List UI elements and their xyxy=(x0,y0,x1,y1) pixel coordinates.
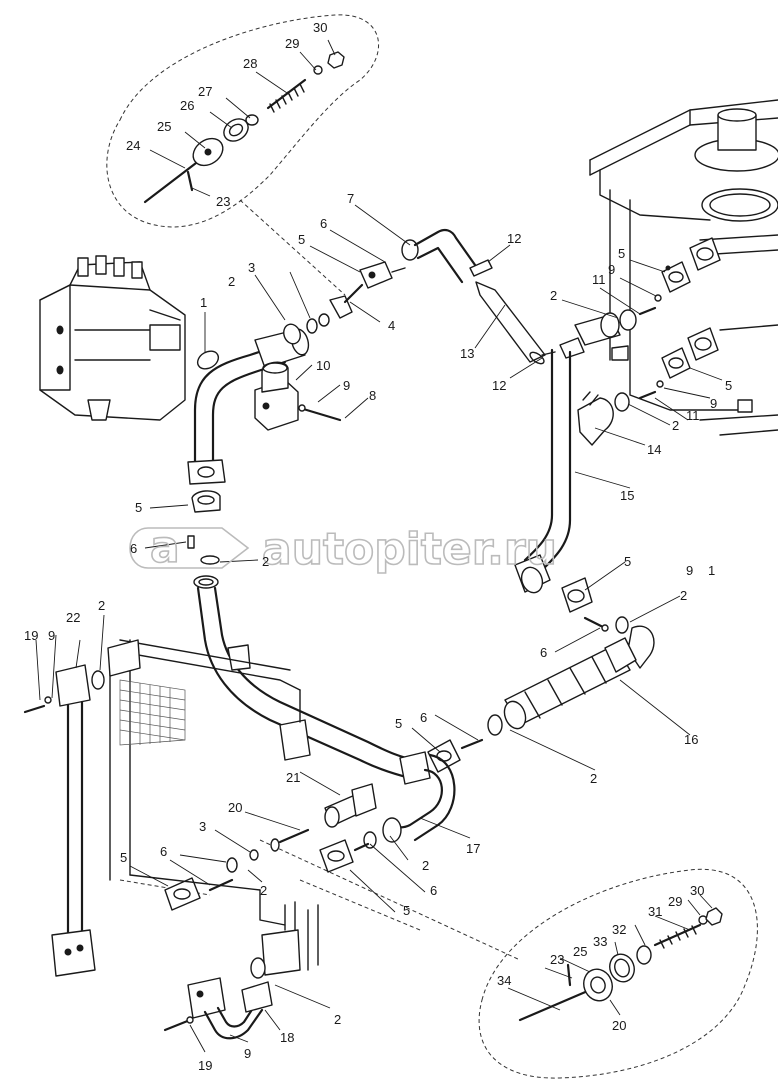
part-label: 21 xyxy=(286,770,300,785)
detail-assembly-bottom xyxy=(518,907,723,1022)
part-label: 9 xyxy=(244,1046,251,1061)
part-label: 10 xyxy=(316,358,330,373)
part-label: 1 xyxy=(200,295,207,310)
top-center-fittings xyxy=(283,228,556,365)
part-label: 13 xyxy=(460,346,474,361)
part-label: 2 xyxy=(672,418,679,433)
part-label: 5 xyxy=(120,850,127,865)
part-label: 31 xyxy=(648,904,662,919)
part-label: 8 xyxy=(369,388,376,403)
part-label: 5 xyxy=(618,246,625,261)
part-label: 9 xyxy=(686,563,693,578)
pipe-15-right xyxy=(514,309,637,594)
part-label: 24 xyxy=(126,138,140,153)
part-label: 6 xyxy=(430,883,437,898)
part-label: 9 xyxy=(48,628,55,643)
part-label: 2 xyxy=(262,554,269,569)
part-label: 6 xyxy=(320,216,327,231)
part-label: 29 xyxy=(668,894,682,909)
part-label: 2 xyxy=(334,1012,341,1027)
callout-leader-top xyxy=(239,199,346,296)
part-label: 5 xyxy=(725,378,732,393)
part-label: 25 xyxy=(157,119,171,134)
tank-frame-assembly xyxy=(589,99,778,436)
pipe-18-bottom xyxy=(163,957,273,1040)
part-label: 23 xyxy=(550,952,564,967)
middle-right-flange xyxy=(561,577,629,634)
svg-text:a: a xyxy=(150,522,180,573)
part-label: 6 xyxy=(130,541,137,556)
watermark-text: autopiter.ru xyxy=(262,524,557,575)
part-label: 34 xyxy=(497,973,511,988)
part-label: 27 xyxy=(198,84,212,99)
detail-callout-top xyxy=(106,14,380,228)
part-label: 20 xyxy=(228,800,242,815)
hydraulic-valve-block xyxy=(39,255,186,421)
part-label: 26 xyxy=(180,98,194,113)
part-label: 9 xyxy=(343,378,350,393)
part-label: 7 xyxy=(347,191,354,206)
part-label: 6 xyxy=(540,645,547,660)
part-label: 29 xyxy=(285,36,299,51)
part-label: 9 xyxy=(608,262,615,277)
part-label: 12 xyxy=(492,378,506,393)
part-label: 19 xyxy=(24,628,38,643)
part-label: 1 xyxy=(708,563,715,578)
hose-16 xyxy=(427,625,655,773)
watermark: a autopiter.ru xyxy=(129,521,558,576)
part-label: 12 xyxy=(507,231,521,246)
detail-assembly-top xyxy=(143,51,345,204)
leader-lines xyxy=(35,39,723,1053)
part-label: 2 xyxy=(260,883,267,898)
pipe-22-vertical xyxy=(23,664,105,977)
part-label: 5 xyxy=(403,903,410,918)
part-label: 23 xyxy=(216,194,230,209)
part-label: 19 xyxy=(198,1058,212,1073)
part-label: 5 xyxy=(395,716,402,731)
right-flanges xyxy=(638,261,691,400)
part-label: 14 xyxy=(647,442,661,457)
part-labels: 30 29 28 27 26 25 24 23 7 6 5 12 3 2 4 1… xyxy=(24,20,732,1073)
part-label: 9 xyxy=(710,396,717,411)
part-label: 3 xyxy=(248,260,255,275)
part-label: 5 xyxy=(298,232,305,247)
part-label: 32 xyxy=(612,922,626,937)
part-label: 6 xyxy=(160,844,167,859)
part-label: 25 xyxy=(573,944,587,959)
detail-callout-bottom xyxy=(478,868,758,1079)
part-label: 33 xyxy=(593,934,607,949)
radiator xyxy=(107,639,319,976)
part-label: 17 xyxy=(466,841,480,856)
part-label: 20 xyxy=(612,1018,626,1033)
part-label: 18 xyxy=(280,1030,294,1045)
part-label: 22 xyxy=(66,610,80,625)
part-label: 5 xyxy=(135,500,142,515)
part-label: 15 xyxy=(620,488,634,503)
part-label: 2 xyxy=(680,588,687,603)
pipe-lower-long xyxy=(196,586,456,849)
lower-middle-fittings xyxy=(164,783,377,911)
callout-leader-bottom xyxy=(259,839,521,961)
part-label: 6 xyxy=(420,710,427,725)
junction-block-10 xyxy=(254,361,342,431)
part-label: 2 xyxy=(590,771,597,786)
part-label: 30 xyxy=(690,883,704,898)
part-label: 5 xyxy=(624,554,631,569)
part-label: 2 xyxy=(98,598,105,613)
part-label: 30 xyxy=(313,20,327,35)
part-label: 2 xyxy=(422,858,429,873)
part-label: 11 xyxy=(686,408,700,423)
part-label: 11 xyxy=(592,272,606,287)
a-arrow-logo: a xyxy=(129,521,250,574)
part-label: 2 xyxy=(228,274,235,289)
part-label: 28 xyxy=(243,56,257,71)
part-label: 2 xyxy=(550,288,557,303)
part-label: 4 xyxy=(388,318,395,333)
part-label: 3 xyxy=(199,819,206,834)
part-label: 16 xyxy=(684,732,698,747)
